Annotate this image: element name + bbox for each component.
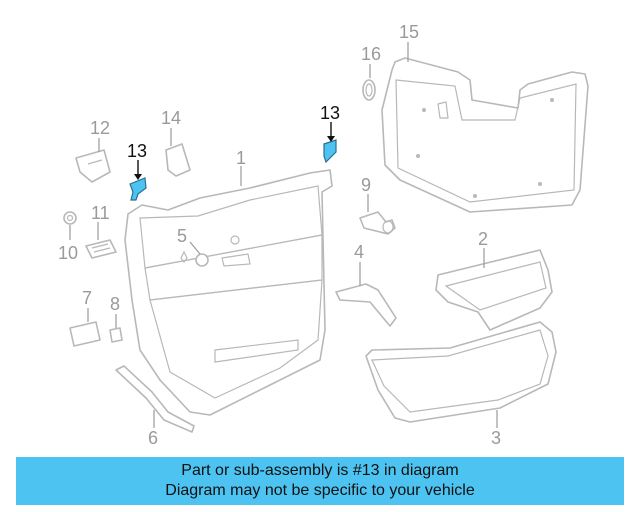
callout-16: 16 (361, 44, 381, 64)
callout-3: 3 (491, 428, 501, 448)
callout-13-right: 13 (320, 103, 340, 123)
leader-13-left-arrowhead (134, 174, 142, 180)
part-15-trim-panel (381, 57, 589, 213)
callout-14: 14 (161, 108, 181, 128)
part-5-knob (180, 250, 209, 267)
callout-7: 7 (82, 288, 92, 308)
callout-11: 11 (91, 203, 110, 223)
callout-2: 2 (478, 229, 488, 249)
part-3-map-pocket (365, 321, 557, 423)
part-8-plug (109, 327, 123, 343)
part-14-bracket (165, 143, 191, 177)
part-1-door-trim (124, 169, 333, 416)
part-13-clip-right-body (323, 139, 337, 164)
part-9-socket (359, 211, 396, 235)
callout-1: 1 (236, 148, 246, 168)
callout-10: 10 (58, 243, 78, 263)
banner-line-2: Diagram may not be specific to your vehi… (165, 482, 475, 499)
callout-6: 6 (148, 428, 158, 448)
part-16-clip (362, 79, 376, 101)
part-13-clip-right (323, 139, 337, 164)
callout-5: 5 (177, 226, 187, 246)
info-banner: Part or sub-assembly is #13 in diagram D… (16, 457, 624, 505)
callout-12: 12 (90, 118, 110, 138)
banner-line-1: Part or sub-assembly is #13 in diagram (181, 462, 459, 479)
leader-13-right-arrowhead (327, 136, 335, 142)
callout-15: 15 (399, 22, 419, 42)
leader-5 (189, 241, 201, 255)
part-13-clip-left (129, 177, 147, 201)
part-13-clip-left-body (129, 177, 147, 201)
part-2-armrest (435, 249, 553, 331)
callout-9: 9 (361, 175, 371, 195)
parts-diagram: 15 16 1 9 2 3 4 (58, 22, 589, 448)
part-11-grille (85, 239, 117, 259)
callout-4: 4 (354, 242, 364, 262)
callout-8: 8 (110, 294, 120, 314)
part-7-switch (69, 321, 101, 347)
part-12-handle (75, 149, 111, 183)
callout-13-left: 13 (127, 141, 147, 161)
part-4-bracket (335, 283, 397, 327)
part-6-strip (115, 365, 195, 433)
part-10-screw (63, 211, 77, 225)
